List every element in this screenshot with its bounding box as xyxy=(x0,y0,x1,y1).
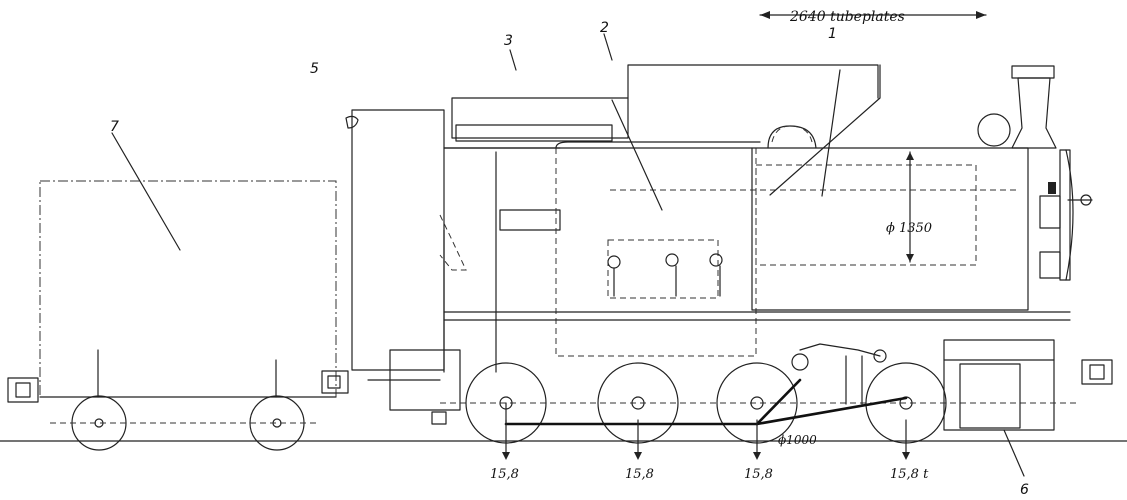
callout-2: 2 xyxy=(600,20,609,36)
frame xyxy=(367,311,1113,431)
cab xyxy=(345,97,629,373)
tender xyxy=(7,132,349,451)
callout-1: 1 xyxy=(828,26,837,42)
axle-load-4: 15,8 t xyxy=(890,467,929,482)
boiler-diameter-label: ϕ 1350 xyxy=(886,221,932,236)
wheel-diameter-label: ϕ1000 xyxy=(778,433,817,447)
axle-load-3: 15,8 xyxy=(744,467,773,482)
coupling-rod xyxy=(504,343,908,426)
callout-5: 5 xyxy=(310,61,319,77)
callout-3: 3 xyxy=(504,33,513,49)
axle-load-1: 15,8 xyxy=(490,467,519,482)
tubeplates-dimension-arrow xyxy=(759,11,987,19)
axle-load-arrows xyxy=(502,419,910,460)
callout-7: 7 xyxy=(110,119,119,135)
cylinder xyxy=(959,363,1021,429)
boiler-barrel xyxy=(443,64,1093,311)
axle-load-2: 15,8 xyxy=(625,467,654,482)
tubeplates-label: 2640 tubeplates xyxy=(789,9,905,25)
callout-6: 6 xyxy=(1020,482,1029,498)
